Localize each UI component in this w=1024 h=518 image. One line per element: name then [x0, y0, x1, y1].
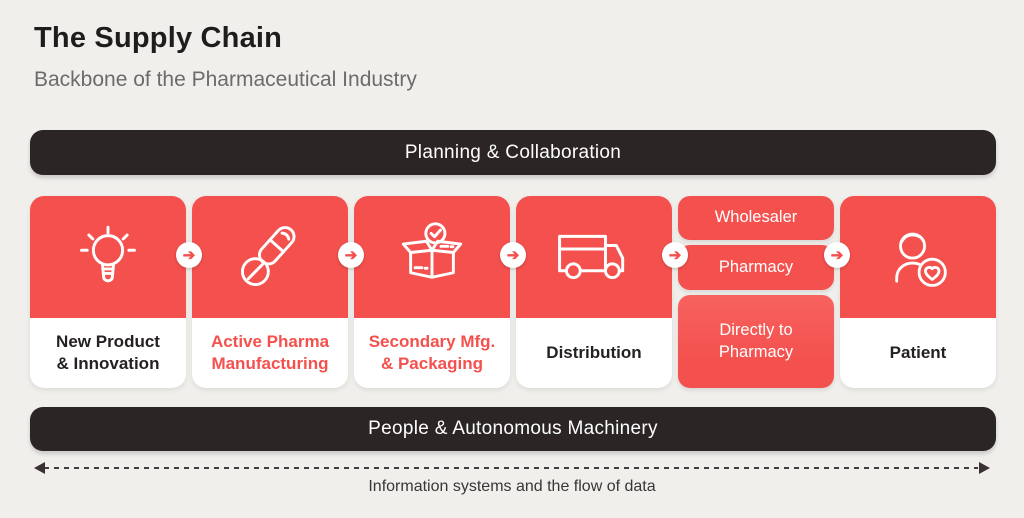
stage-icon-area — [840, 196, 996, 318]
stage-card: Secondary Mfg. & Packaging — [354, 196, 510, 388]
stage-patient: Patient — [840, 196, 996, 388]
stage-card: Active Pharma Manufacturing — [192, 196, 348, 388]
page-subtitle: Backbone of the Pharmaceutical Industry — [34, 68, 417, 91]
people-machinery-bar: People & Autonomous Machinery — [30, 407, 996, 451]
data-flow-dashed-line — [44, 467, 978, 469]
stage-card: Patient — [840, 196, 996, 388]
arrow-right-icon: ➔ — [176, 242, 202, 268]
arrow-right-icon: ➔ — [500, 242, 526, 268]
stage-icon-area — [30, 196, 186, 318]
arrow-right-head-icon — [979, 462, 990, 474]
arrow-right-icon: ➔ — [824, 242, 850, 268]
stage-label: New Product & Innovation — [56, 331, 160, 373]
arrow-left-head-icon — [34, 462, 45, 474]
stage-distribution: Distribution — [516, 196, 672, 388]
pills-icon — [240, 226, 296, 287]
patient-icon — [895, 232, 947, 287]
box-check-icon — [401, 222, 463, 279]
stage-label: Active Pharma Manufacturing — [210, 331, 330, 373]
stage-label: Distribution — [546, 342, 642, 362]
stage-label: Secondary Mfg. & Packaging — [368, 331, 496, 373]
arrow-right-icon: ➔ — [338, 242, 364, 268]
planning-collaboration-label: Planning & Collaboration — [404, 141, 622, 163]
channel-pharmacy: Pharmacy — [678, 245, 834, 290]
stage-channels: Wholesaler Pharmacy Directly to Pharmacy — [678, 196, 834, 388]
stage-card: New Product & Innovation — [30, 196, 186, 388]
stage-label: Patient — [889, 342, 947, 362]
stage-new-product: New Product & Innovation — [30, 196, 186, 388]
channel-directly-to-pharmacy: Directly to Pharmacy — [678, 295, 834, 388]
planning-collaboration-bar: Planning & Collaboration — [30, 130, 996, 175]
stage-secondary-mfg: Secondary Mfg. & Packaging — [354, 196, 510, 388]
page-title: The Supply Chain — [34, 22, 283, 54]
stage-active-pharma: Active Pharma Manufacturing — [192, 196, 348, 388]
lightbulb-icon — [80, 225, 136, 283]
stage-icon-area — [354, 196, 510, 318]
stage-card: Distribution — [516, 196, 672, 388]
people-machinery-label: People & Autonomous Machinery — [368, 418, 658, 439]
channel-wholesaler: Wholesaler — [678, 196, 834, 240]
stage-icon-area — [192, 196, 348, 318]
arrow-right-icon: ➔ — [662, 242, 688, 268]
stage-icon-area — [516, 196, 672, 318]
truck-icon — [558, 234, 625, 280]
flow-caption: Information systems and the flow of data — [368, 478, 656, 495]
